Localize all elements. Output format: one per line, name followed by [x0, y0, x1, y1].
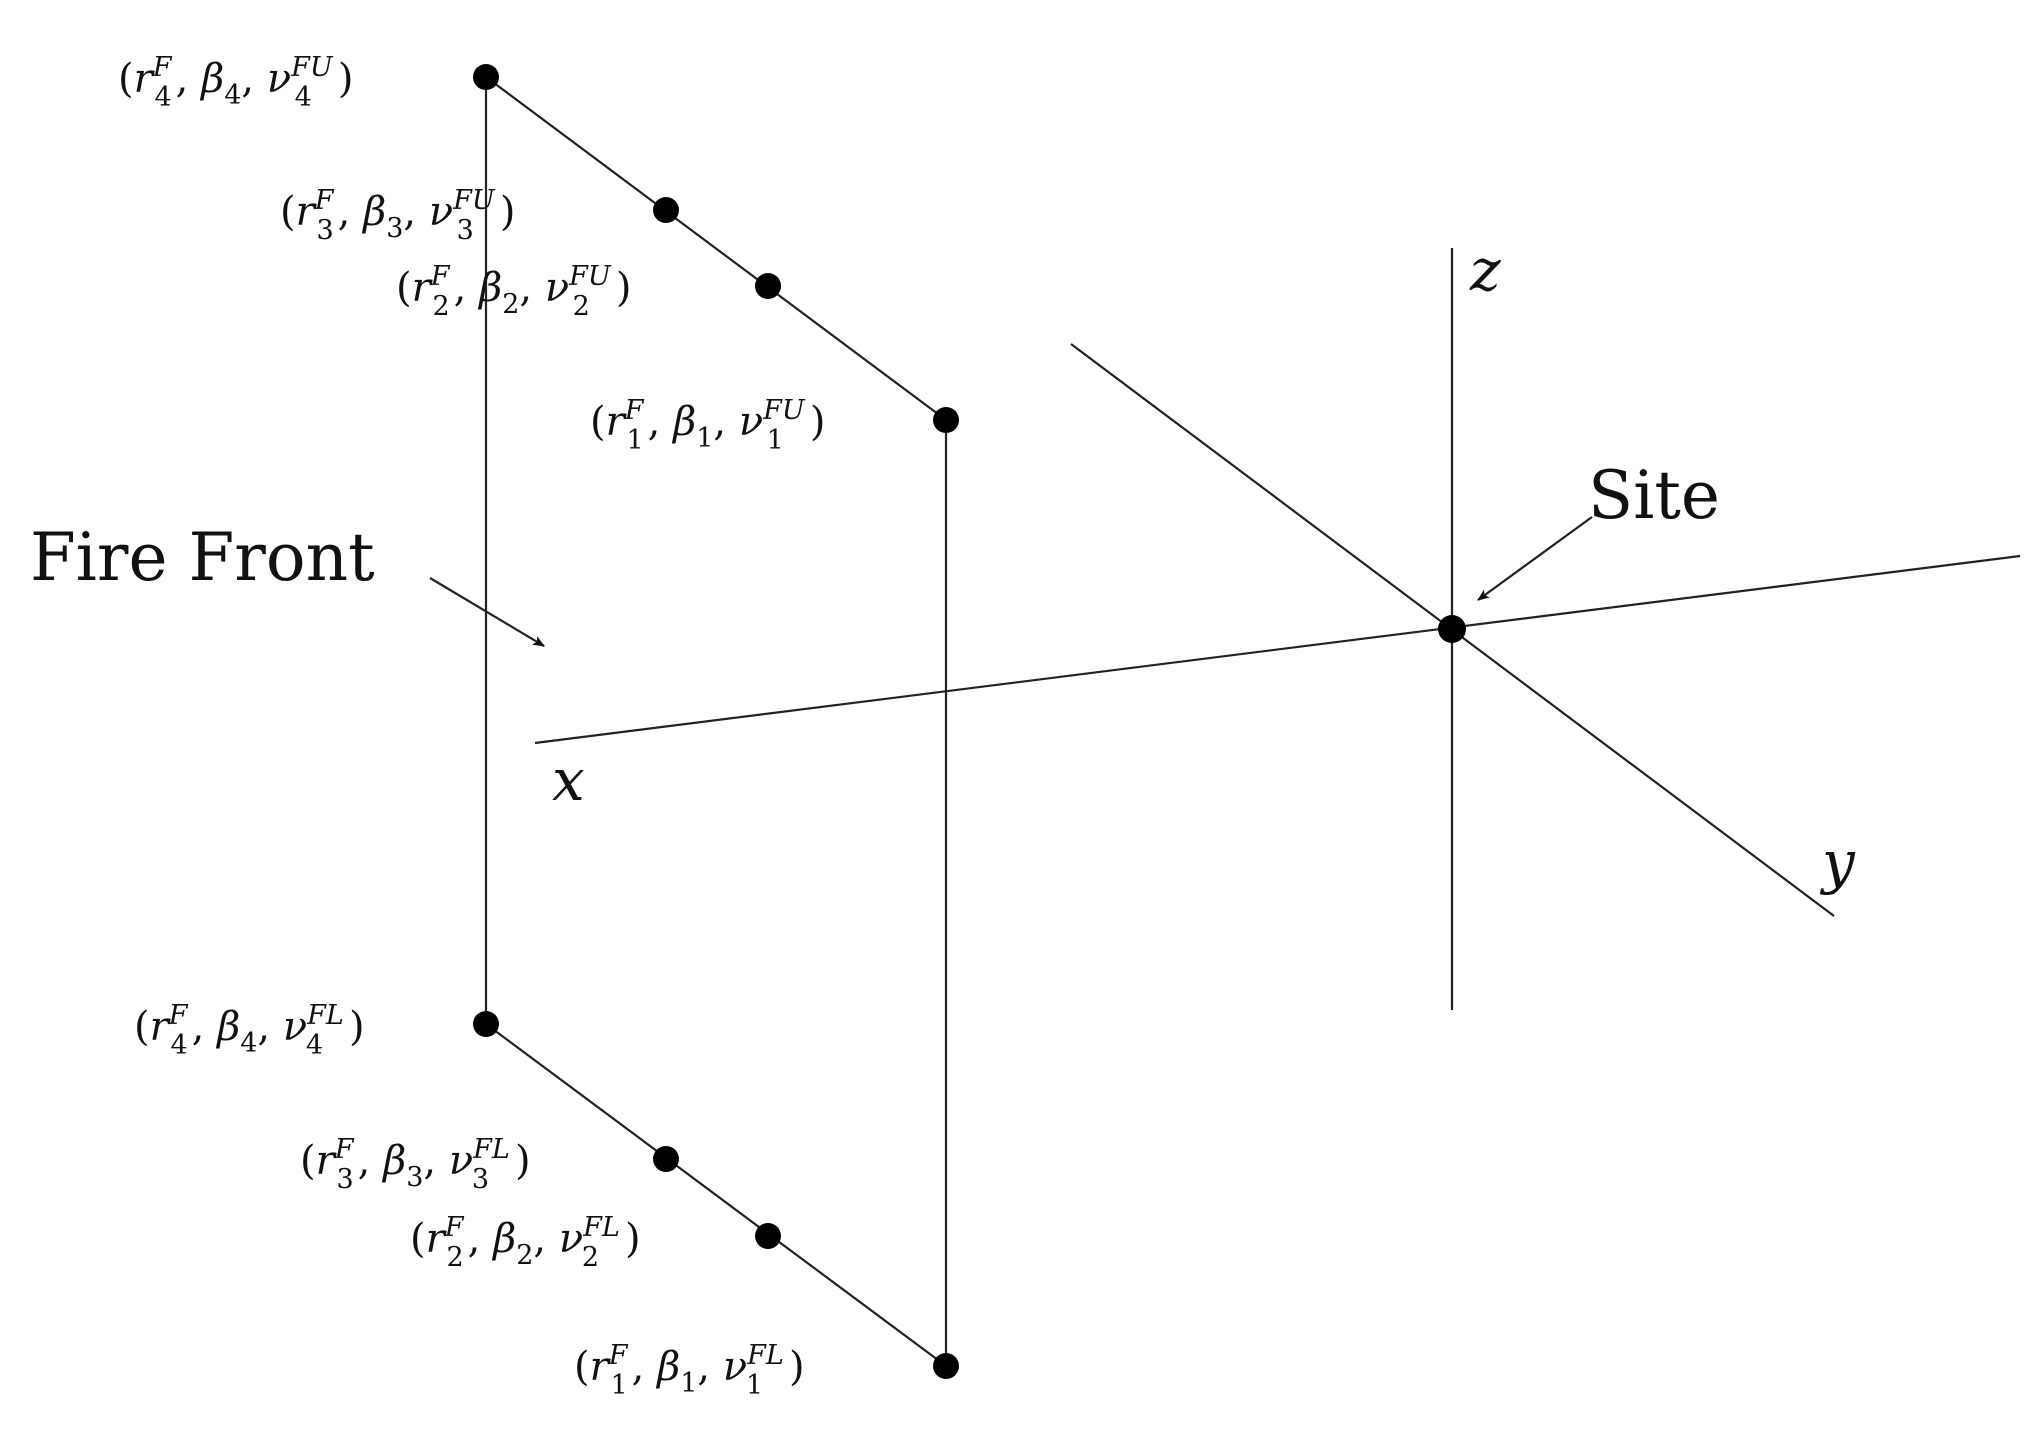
point-u2 — [755, 273, 781, 299]
label-beta-sub: 2 — [502, 289, 519, 320]
label-nu-sub: 1 — [746, 1370, 763, 1401]
label-beta: β — [361, 189, 386, 235]
label-r-sup: F — [444, 1212, 465, 1243]
point-u3 — [653, 197, 679, 223]
label-nu-sup: FU — [452, 185, 496, 216]
label-nu: ν — [267, 56, 291, 102]
point-l3 — [653, 1146, 679, 1172]
label-r: r — [150, 1004, 172, 1050]
fire-front-panel — [484, 76, 948, 1367]
label-r-sub: 1 — [610, 1370, 627, 1401]
y-axis-label: y — [1819, 828, 1856, 896]
point-l2 — [755, 1223, 781, 1249]
point-u4 — [473, 64, 499, 90]
z-axis-label: z — [1469, 236, 1501, 304]
label-r-sup: F — [152, 52, 173, 83]
coordinate-axes — [534, 248, 2021, 1010]
label-nu-sup: FU — [290, 52, 334, 83]
fire-front-arrow — [429, 577, 545, 647]
label-nu: ν — [723, 1344, 747, 1390]
label-nu-sub: 2 — [573, 291, 590, 322]
label-nu-sup: FL — [582, 1212, 620, 1243]
label-nu: ν — [429, 189, 453, 235]
label-beta-sub: 1 — [680, 1368, 697, 1399]
label-r: r — [590, 1344, 612, 1390]
label-nu: ν — [545, 265, 569, 311]
label-beta: β — [671, 399, 696, 445]
label-beta-sub: 4 — [224, 80, 241, 111]
label-r: r — [134, 56, 156, 102]
label-r-sub: 4 — [154, 82, 171, 113]
label-r: r — [316, 1138, 338, 1184]
label-beta: β — [655, 1344, 680, 1390]
label-r-sub: 4 — [170, 1030, 187, 1061]
label-r: r — [426, 1216, 448, 1262]
point-l4 — [473, 1011, 499, 1037]
label-r-sup: F — [168, 1000, 189, 1031]
label-beta-sub: 3 — [406, 1162, 423, 1193]
site-point — [1438, 615, 1466, 643]
label-nu-sup: FU — [568, 261, 612, 292]
label-nu: ν — [559, 1216, 583, 1262]
label-r-sup: F — [334, 1134, 355, 1165]
label-beta-sub: 4 — [240, 1028, 257, 1059]
point-u1 — [933, 407, 959, 433]
label-r-sub: 2 — [432, 291, 449, 322]
label-r-sup: F — [624, 395, 645, 426]
label-beta: β — [215, 1004, 240, 1050]
label-beta-sub: 2 — [516, 1240, 533, 1271]
label-beta: β — [199, 56, 224, 102]
label-nu-sup: FL — [746, 1340, 784, 1371]
label-beta: β — [477, 265, 502, 311]
label-nu-sup: FL — [306, 1000, 344, 1031]
label-nu-sub: 2 — [582, 1242, 599, 1273]
arrows — [429, 516, 1593, 647]
label-nu-sup: FL — [472, 1134, 510, 1165]
point-l1 — [933, 1353, 959, 1379]
label-r-sub: 2 — [446, 1242, 463, 1273]
label-r-sup: F — [430, 261, 451, 292]
label-r-sub: 1 — [626, 425, 643, 456]
label-r-sub: 3 — [336, 1164, 353, 1195]
label-r-sup: F — [314, 185, 335, 216]
points — [473, 64, 1466, 1379]
label-beta-sub: 1 — [696, 423, 713, 454]
label-nu-sup: FU — [762, 395, 806, 426]
label-nu-sub: 3 — [457, 215, 474, 246]
label-nu-sub: 4 — [295, 82, 312, 113]
label-beta-sub: 3 — [386, 213, 403, 244]
label-nu: ν — [283, 1004, 307, 1050]
label-r-sub: 3 — [316, 215, 333, 246]
site-label: Site — [1588, 457, 1720, 534]
x-axis-label: x — [552, 746, 585, 814]
label-nu: ν — [449, 1138, 473, 1184]
label-nu-sub: 1 — [767, 425, 784, 456]
fire-front-label: Fire Front — [30, 519, 375, 596]
x-axis-line — [534, 554, 2021, 745]
label-beta: β — [491, 1216, 516, 1262]
label-r: r — [606, 399, 628, 445]
label-nu-sub: 3 — [472, 1164, 489, 1195]
label-r: r — [296, 189, 318, 235]
label-nu: ν — [739, 399, 763, 445]
label-r-sup: F — [608, 1340, 629, 1371]
site-arrow — [1477, 516, 1593, 601]
upper-edge — [485, 76, 947, 421]
label-r: r — [412, 265, 434, 311]
lower-edge — [485, 1023, 947, 1367]
label-nu-sub: 4 — [306, 1030, 323, 1061]
label-beta: β — [381, 1138, 406, 1184]
